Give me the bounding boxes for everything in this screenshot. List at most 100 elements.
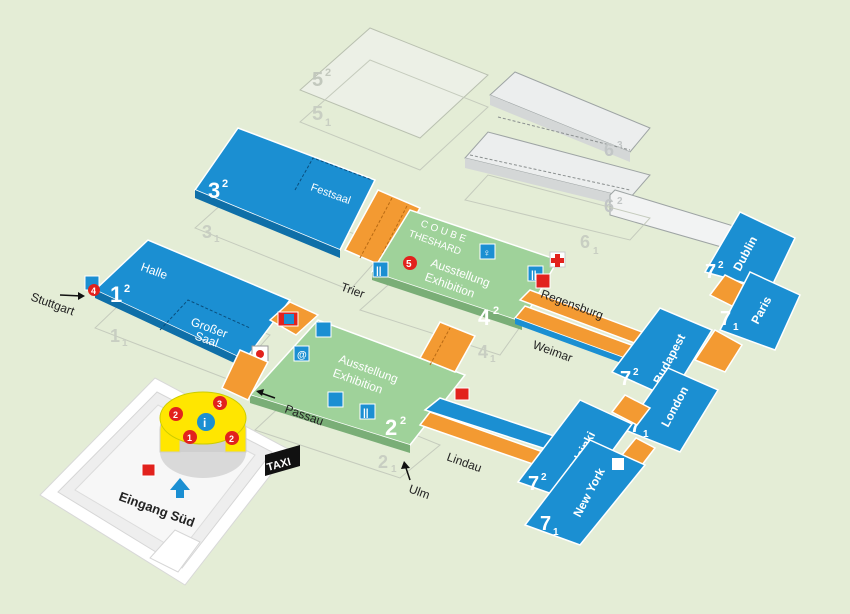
badge-3[interactable] [213,396,227,410]
hall-6-2-number: 6 [604,196,614,216]
passage-entrance[interactable] [220,349,270,401]
hall-2-2[interactable]: Ausstellung Exhibition 2 2 @ || [248,319,467,453]
passage-7-paris-london[interactable] [693,329,744,373]
hall-2-2-level: 2 [400,415,406,427]
hall-3-2-number: 3 [208,178,220,203]
hall-7-2-helsinki-number: 7 [528,473,539,495]
badge-5[interactable] [403,256,417,270]
hall-4-2[interactable]: COUBE THESHARD Ausstellung Exhibition 4 … [370,209,560,330]
hall-7-1-paris-number: 7 [720,308,731,330]
internet-icon-glyph: @ [297,350,307,361]
restroom-icon-glyph: || [376,266,382,277]
hall-3-2[interactable]: Festsaal 3 2 [193,127,377,258]
hall-5-2-number: 5 [312,69,323,91]
badge-2b-label: 2 [229,434,234,444]
badge-2a[interactable] [169,407,183,421]
hall-7-2-dublin[interactable]: 7 2 Dublin [703,211,797,291]
hall-7-1-london[interactable]: 7 1 London [623,367,720,453]
badge-5-label: 5 [406,259,412,270]
hall-4-1-number: 4 [478,342,488,362]
stuttgart-arrow-head [78,292,85,300]
lift-icon [612,458,624,470]
badge-1-label: 1 [187,433,192,443]
restroom-icon-glyph: || [363,408,369,419]
hall-4-2-number: 4 [478,305,491,330]
hall-3-2-level: 2 [222,178,228,190]
passage-7-budapest-helsinki[interactable] [610,394,652,426]
hall-1-2-level: 2 [124,283,130,295]
hall-5-1[interactable]: 5 1 [299,59,489,171]
entrance-ulm[interactable]: Ulm [407,482,432,502]
wheelchair-icon [535,273,551,289]
hall-5-1-level: 1 [325,117,331,129]
restroom-icon [372,261,389,278]
hall-6-3-number: 6 [604,140,614,160]
passage-trier-door [377,203,409,263]
hall-7-1-london-level: 1 [643,429,649,440]
label-lindau: Lindau [445,450,484,475]
passage-4-2-door [429,327,451,366]
taxi-sign[interactable]: TAXI [265,445,300,476]
restroom-icon-glyph: || [531,270,537,281]
badge-4[interactable] [88,284,100,296]
passage-weimar-edge [515,318,635,368]
hall-7-2-dublin-number: 7 [705,261,716,283]
hall-6-1-level: 1 [593,246,599,257]
badge-1[interactable] [183,430,197,444]
hall-1-2[interactable]: Halle Großer Saal 1 2 [93,239,292,368]
hall-1-1-level: 1 [122,338,128,349]
hall-3-1-level: 1 [214,234,220,245]
hall-7-1-newyork-level: 1 [553,527,559,538]
wheelchair-icon [141,463,156,477]
phone-icon [315,321,332,338]
hall-6-1-number: 6 [580,232,590,252]
hall-7-1-newyork[interactable]: 7 1 New York [523,439,647,546]
hall-7-1-paris-level: 1 [733,322,739,333]
badge-2b[interactable] [225,431,239,445]
hall-1-2-number: 1 [110,282,122,307]
hall-3-1-number: 3 [202,222,212,242]
hall-6-3[interactable]: 6 3 [489,71,651,162]
info-icon-label: i [203,416,206,430]
cloakroom-icon [327,391,344,408]
restroom-icon [359,403,376,420]
hall-5-1-number: 5 [312,103,323,125]
passage-trier-door [359,197,393,259]
passage-4-2[interactable] [418,321,477,373]
restaurant-icon [479,243,496,260]
wheelchair-icon [454,387,470,401]
label-trier: Trier [339,280,367,301]
badge-2a-label: 2 [173,410,178,420]
hall-7-2-budapest-level: 2 [633,367,639,378]
hall-7-2-budapest-number: 7 [620,368,631,390]
badge-4-label: 4 [91,286,96,296]
entrance-arrow-icon [170,478,190,498]
entrance-stuttgart[interactable]: Stuttgart [29,290,77,319]
exit-icon-dot [256,350,264,358]
hall-6-1[interactable]: 6 1 [464,174,651,257]
hall-1-1-number: 1 [110,326,120,346]
hall-2-2-number: 2 [385,415,397,440]
hall-6-3-level: 3 [617,140,623,151]
hall-2-1-number: 2 [378,452,388,472]
internet-icon [293,345,310,362]
restaurant-icon-glyph: ♀ [483,248,491,259]
hall-5-2-level: 2 [325,67,331,79]
hall-2-1-level: 1 [391,464,397,475]
ulm-arrow-head [401,461,410,469]
hall-6-2-level: 2 [617,196,623,207]
hall-7-1-london-number: 7 [630,415,641,437]
badge-3-label: 3 [217,399,222,409]
hall-7-1-newyork-number: 7 [540,513,551,535]
hall-7-1-paris[interactable]: 7 1 Paris [718,271,801,351]
hall-5-2[interactable]: 5 2 [299,27,489,139]
atm-icon-inner [284,314,294,324]
hall-4-1-level: 1 [490,354,496,365]
first-aid-cross [551,254,564,267]
hall-7-2-helsinki-level: 2 [541,472,547,483]
passau-arrow-head [256,389,264,396]
hall-7-2-dublin-level: 2 [718,260,724,271]
hall-4-2-level: 2 [493,305,499,317]
info-icon[interactable] [197,413,215,431]
